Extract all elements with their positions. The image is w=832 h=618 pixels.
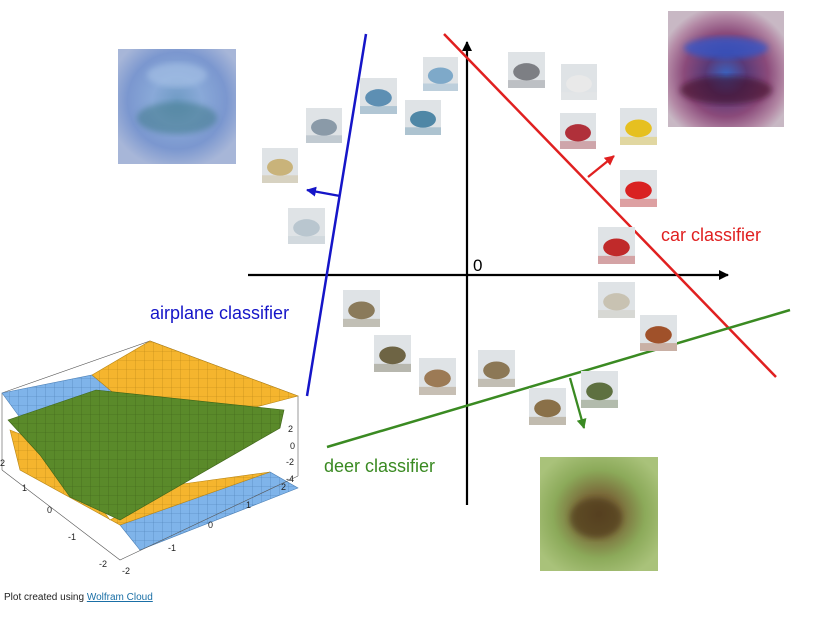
plot-credit: Plot created using Wolfram Cloud [4,592,153,603]
frog-thumbnail [419,358,456,395]
left-axis-tick-label: 1 [22,483,27,493]
ship-thumbnail [360,78,397,114]
deer-thumbnail [529,388,566,425]
car-thumbnail [508,52,545,88]
car-classifier-line [443,33,777,378]
car-thumbnail [620,170,657,207]
left-axis-tick-label: -1 [68,532,76,542]
z-tick-label: -2 [286,457,294,467]
bottom-axis-tick-label: -2 [122,566,130,576]
car-classifier-normal-arrow [587,155,615,178]
plot-credit-prefix: Plot created using [4,592,87,603]
left-axis-tick-label: -2 [99,559,107,569]
wolfram-cloud-link[interactable]: Wolfram Cloud [86,592,153,603]
airplane-classifier-label: airplane classifier [150,303,289,323]
ship-thumbnail [405,100,441,135]
z-tick-label: 2 [288,424,293,434]
truck-thumbnail [598,227,635,264]
green-plane [7,389,285,521]
thumbnail-images [262,52,677,425]
bottom-axis-tick-label: 2 [281,482,286,492]
car-template-image [668,11,784,127]
airplane-thumbnail [306,108,342,143]
bird-thumbnail [640,315,677,351]
airplane-template-image [118,49,236,164]
bottom-axis-tick-label: 0 [208,520,213,530]
airplane-classifier-normal-arrow [306,186,341,198]
z-tick-label: -4 [286,474,294,484]
car-thumbnail [560,113,596,149]
deer-classifier-label: deer classifier [324,456,435,476]
origin-label: 0 [473,256,482,275]
bottom-axis-tick-label: 1 [246,500,251,510]
left-axis-tick-label: 0 [47,505,52,515]
bird-thumbnail [598,282,635,318]
z-tick-label: 0 [290,441,295,451]
frog-thumbnail [374,335,411,372]
deer-thumbnail [581,371,618,408]
bottom-axis-tick-label: -1 [168,543,176,553]
deer-classifier-normal-arrow [568,377,587,429]
frog-thumbnail [343,290,380,327]
car-thumbnail [561,64,597,100]
deer-template-image [540,457,658,571]
ship-thumbnail [423,57,458,91]
surface-plot: 2 0 -2 -4 2 1 0 -1 -2 -2 -1 0 1 2 [0,340,299,576]
airplane-thumbnail [288,208,325,244]
deer-classifier-line [326,308,791,449]
airplane-classifier-line [305,33,368,397]
left-axis-tick-label: 2 [0,458,5,468]
car-classifier-label: car classifier [661,225,761,245]
airplane-thumbnail [262,148,298,183]
car-thumbnail [620,108,657,145]
bird-thumbnail [478,350,515,387]
